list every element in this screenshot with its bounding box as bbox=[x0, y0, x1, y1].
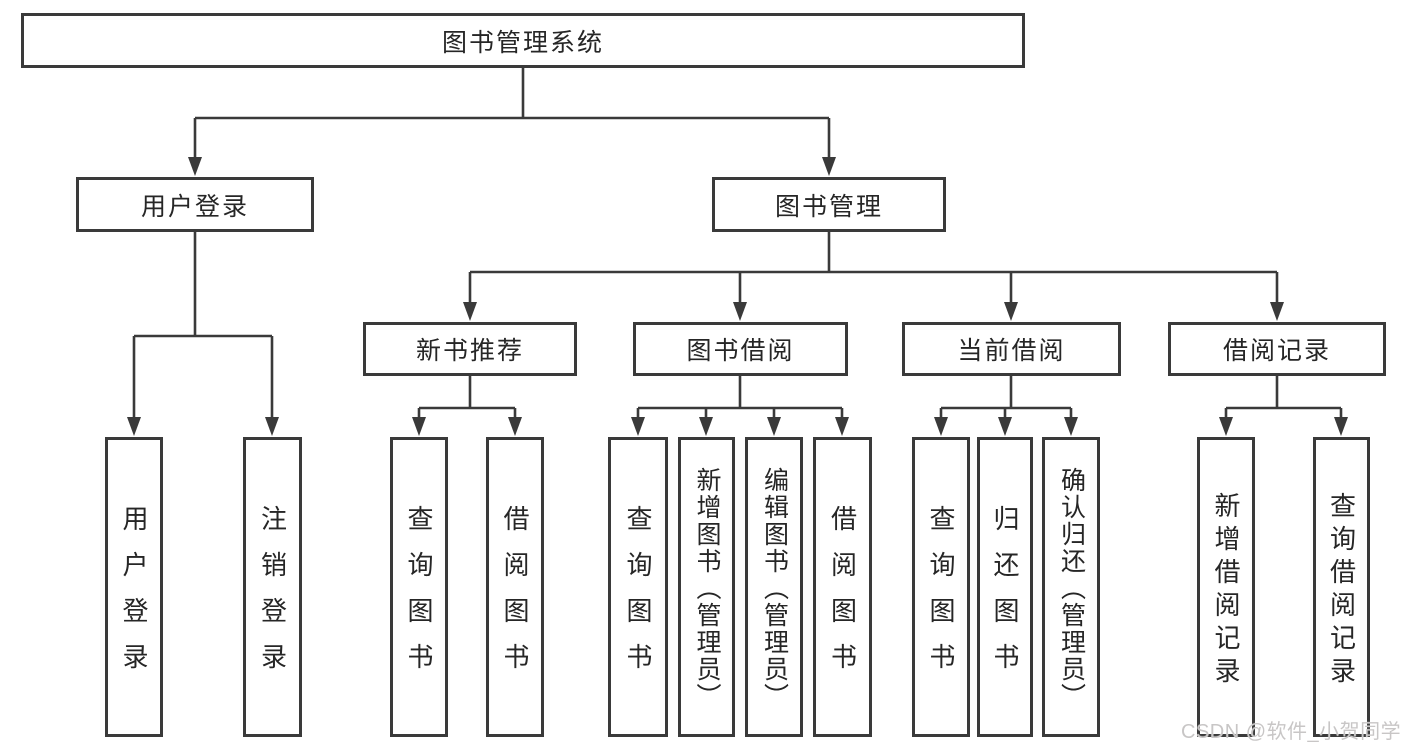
leaf-borrow-book: 借阅图书 bbox=[813, 437, 872, 737]
node-current-borrow-label: 当前借阅 bbox=[957, 337, 1066, 365]
leaf-confirm-return-admin: 确认归还（管理员） bbox=[1042, 437, 1100, 737]
leaf-add-borrow-record: 新增借阅记录 bbox=[1197, 437, 1255, 737]
leaf-edit-book-admin: 编辑图书（管理员） bbox=[745, 437, 803, 737]
leaf-add-book-admin: 新增图书（管理员） bbox=[678, 437, 735, 737]
leaf-user-login-label: 用户登录 bbox=[119, 505, 149, 689]
node-book-management-label: 图书管理 bbox=[774, 192, 883, 221]
leaf-query-book-recommend: 查询图书 bbox=[390, 437, 448, 737]
leaf-query-book-recommend-label: 查询图书 bbox=[404, 505, 434, 689]
leaf-logout-label: 注销登录 bbox=[257, 505, 288, 689]
node-book-borrow: 图书借阅 bbox=[633, 322, 848, 376]
leaf-query-book-borrow: 查询图书 bbox=[608, 437, 668, 737]
node-root: 图书管理系统 bbox=[21, 13, 1025, 68]
leaf-query-book-borrow-label: 查询图书 bbox=[623, 505, 653, 689]
node-borrow-records: 借阅记录 bbox=[1168, 322, 1386, 376]
node-book-management: 图书管理 bbox=[712, 177, 946, 232]
node-current-borrow: 当前借阅 bbox=[902, 322, 1121, 376]
watermark-text: CSDN @软件_小贺同学 bbox=[1181, 721, 1402, 743]
node-user-login-label: 用户登录 bbox=[140, 192, 249, 221]
leaf-confirm-return-admin-label: 确认归还（管理员） bbox=[1057, 466, 1086, 710]
node-new-book-recommend-label: 新书推荐 bbox=[415, 337, 524, 365]
node-user-login: 用户登录 bbox=[76, 177, 314, 232]
leaf-add-book-admin-label: 新增图书（管理员） bbox=[693, 466, 721, 710]
node-new-book-recommend: 新书推荐 bbox=[363, 322, 577, 376]
leaf-return-book: 归还图书 bbox=[977, 437, 1033, 737]
leaf-borrow-book-recommend: 借阅图书 bbox=[486, 437, 544, 737]
leaf-edit-book-admin-label: 编辑图书（管理员） bbox=[760, 466, 789, 710]
leaf-query-book-current-label: 查询图书 bbox=[926, 505, 956, 689]
leaf-user-login: 用户登录 bbox=[105, 437, 163, 737]
node-book-borrow-label: 图书借阅 bbox=[686, 337, 795, 365]
node-borrow-records-label: 借阅记录 bbox=[1222, 337, 1331, 365]
leaf-query-book-current: 查询图书 bbox=[912, 437, 970, 737]
leaf-borrow-book-recommend-label: 借阅图书 bbox=[500, 505, 530, 689]
leaf-logout: 注销登录 bbox=[243, 437, 302, 737]
leaf-add-borrow-record-label: 新增借阅记录 bbox=[1211, 491, 1241, 690]
leaf-return-book-label: 归还图书 bbox=[990, 505, 1020, 689]
node-root-label: 图书管理系统 bbox=[441, 28, 604, 57]
leaf-query-borrow-record-label: 查询借阅记录 bbox=[1326, 491, 1357, 690]
leaf-borrow-book-label: 借阅图书 bbox=[827, 505, 858, 689]
leaf-query-borrow-record: 查询借阅记录 bbox=[1313, 437, 1370, 737]
